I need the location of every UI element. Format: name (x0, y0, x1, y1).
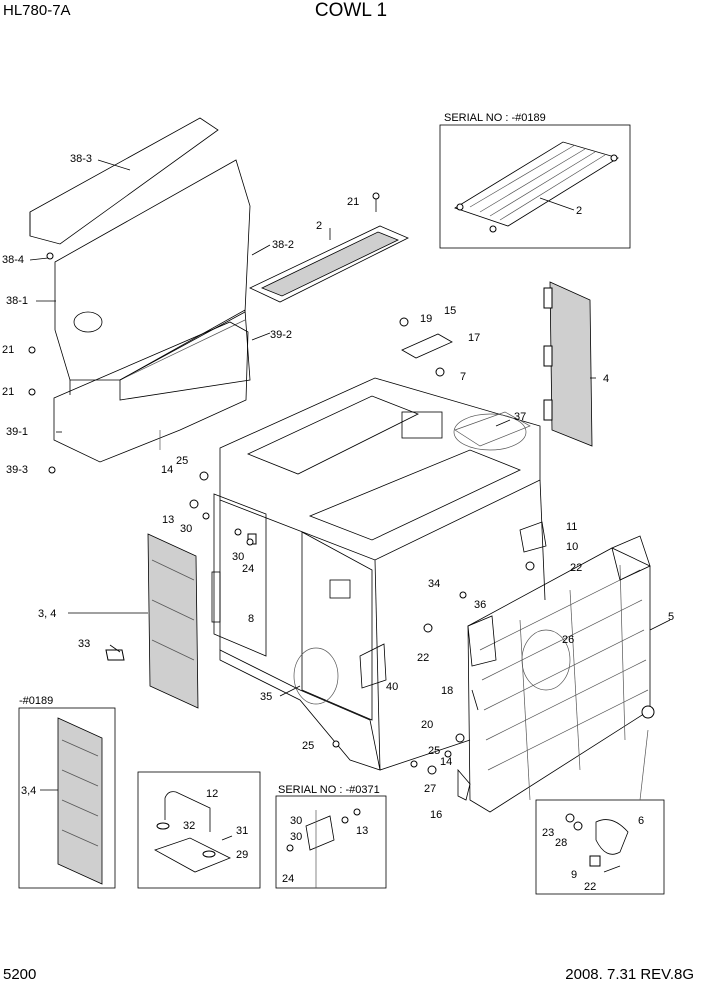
revision-date: 2008. 7.31 REV.8G (565, 966, 694, 983)
callout-30-b: 30 (232, 551, 244, 563)
callout-13-inset: 13 (356, 825, 368, 837)
callout-21-a: 21 (2, 344, 14, 356)
callout-22-b: 22 (570, 562, 582, 574)
callout-38-3: 38-3 (70, 153, 92, 165)
callout-6: 6 (638, 815, 644, 827)
callout-16: 16 (430, 809, 442, 821)
callout-32: 32 (183, 820, 195, 832)
callout-33: 33 (78, 638, 90, 650)
serial-0189-inset: SERIAL NO : -#0189 2 (439, 112, 631, 249)
callout-30-inset-b: 30 (290, 831, 302, 843)
callout-2-inset: 2 (576, 205, 582, 217)
serial-0371-inset: SERIAL NO : -#0371 30 30 13 24 (275, 784, 387, 889)
callout-9: 9 (571, 869, 577, 881)
callout-23: 23 (542, 827, 554, 839)
leader-lines (29, 159, 671, 711)
callout-39-3: 39-3 (6, 464, 28, 476)
callout-24-inset: 24 (282, 873, 294, 885)
callout-25-a: 25 (176, 455, 188, 467)
callout-8: 8 (248, 613, 254, 625)
left-inset-label: -#0189 (19, 695, 53, 707)
callout-22-inset: 22 (584, 881, 596, 893)
handle-inset: 12 32 31 29 (137, 771, 261, 889)
rear-grille-door-5 (467, 535, 655, 813)
callout-24: 24 (242, 563, 254, 575)
callout-12: 12 (206, 788, 218, 800)
callout-38-1: 38-1 (6, 295, 28, 307)
page-title: COWL 1 (314, 0, 388, 21)
callout-26: 26 (562, 634, 574, 646)
hood-panel-38-3 (29, 117, 219, 245)
callout-31: 31 (236, 825, 248, 837)
callout-27: 27 (424, 783, 436, 795)
callout-5: 5 (668, 611, 674, 623)
callout-labels: 38-3 38-4 38-1 38-2 39-2 39-1 39-3 21 21… (2, 153, 674, 821)
callout-3-4: 3, 4 (38, 608, 56, 620)
callout-22-a: 22 (417, 652, 429, 664)
callout-20: 20 (421, 719, 433, 731)
callout-10: 10 (566, 541, 578, 553)
serial-0189-label: SERIAL NO : -#0189 (444, 112, 546, 124)
callout-21-c: 21 (347, 196, 359, 208)
top-grille-2 (249, 192, 409, 303)
callout-7: 7 (460, 371, 466, 383)
callout-18: 18 (441, 685, 453, 697)
callout-29: 29 (236, 849, 248, 861)
callout-30-inset-a: 30 (290, 815, 302, 827)
callout-19: 19 (420, 313, 432, 325)
hood-panel-38-2 (119, 309, 251, 401)
callout-3-4-inset: 3,4 (21, 785, 36, 797)
callout-39-1: 39-1 (6, 426, 28, 438)
left-inset: -#0189 3,4 (18, 695, 116, 889)
callout-25-c: 25 (428, 745, 440, 757)
callout-36: 36 (474, 599, 486, 611)
callout-39-2: 39-2 (270, 329, 292, 341)
serial-0371-label: SERIAL NO : -#0371 (278, 784, 380, 796)
callout-40: 40 (386, 681, 398, 693)
callout-11: 11 (566, 521, 577, 533)
callout-30-a: 30 (180, 523, 192, 535)
side-grille-4 (543, 281, 593, 447)
callout-17: 17 (468, 332, 480, 344)
callout-25-b: 25 (302, 740, 314, 752)
callout-13: 13 (162, 514, 174, 526)
hood-panel-39-1 (53, 321, 249, 463)
callout-28: 28 (555, 837, 567, 849)
callout-38-2: 38-2 (272, 239, 294, 251)
callout-37: 37 (514, 411, 526, 423)
small-parts (28, 252, 547, 801)
hinge-inset: 6 23 28 9 22 (535, 729, 665, 895)
cowl-body (211, 377, 546, 771)
callout-15: 15 (444, 305, 456, 317)
callout-2: 2 (316, 220, 322, 232)
callout-38-4: 38-4 (2, 254, 24, 266)
callout-34: 34 (428, 578, 440, 590)
callout-21-b: 21 (2, 386, 14, 398)
callout-14-a: 14 (161, 464, 173, 476)
callout-14-b: 14 (440, 756, 452, 768)
callout-35: 35 (260, 691, 272, 703)
side-grille-3-4 (105, 533, 199, 709)
hood-panel-38-1 (54, 159, 251, 395)
page-number: 5200 (3, 966, 37, 983)
model-name: HL780-7A (3, 2, 71, 19)
callout-4: 4 (603, 373, 609, 385)
